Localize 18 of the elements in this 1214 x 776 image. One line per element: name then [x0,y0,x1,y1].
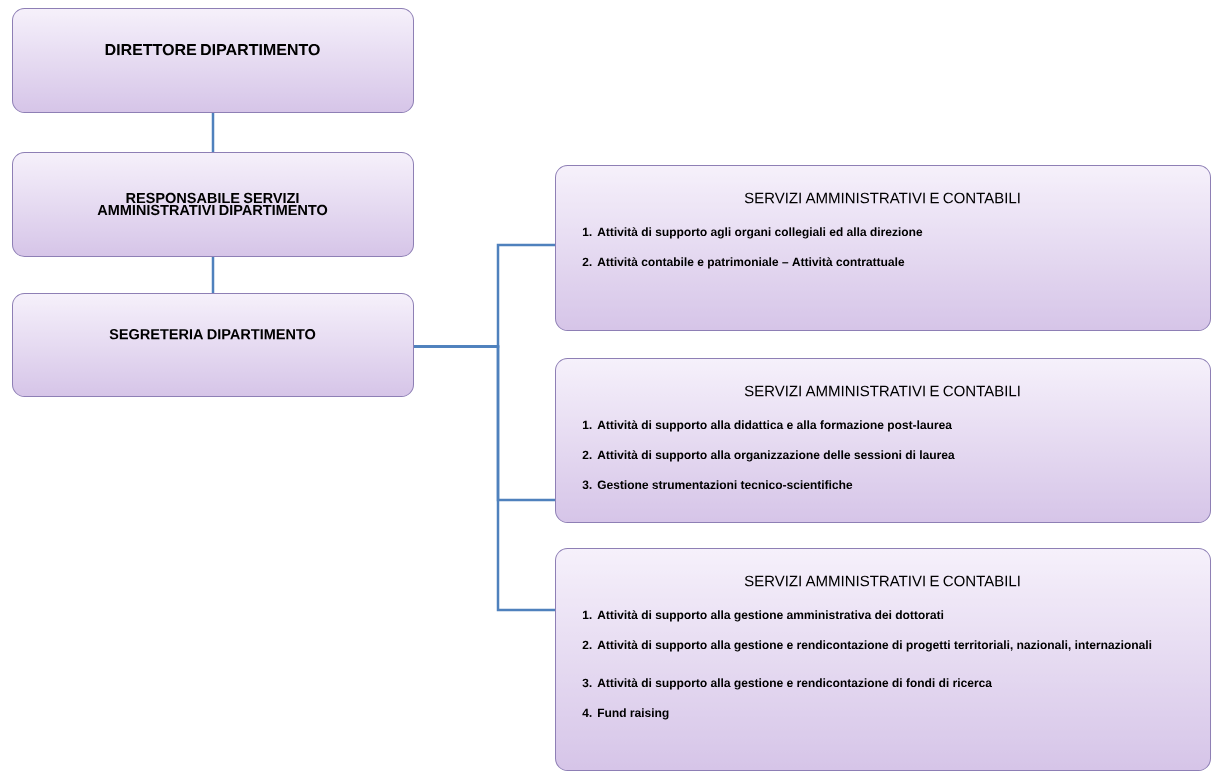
connector-line [211,113,215,152]
list-item: 2. Attività di supporto alla organizzazione delle sessioni di laurea [582,450,955,462]
box-label: RESPONSABILE SERVIZI AMMINISTRATIVI DIPARTIMENTO [97,192,328,216]
box-heading: SERVIZI AMMINISTRATIVI E CONTABILI [744,575,1020,587]
list-item: 3. Attività di supporto alla gestione e rendicontazione di fondi di ricerca [582,678,992,690]
box-heading: SERVIZI AMMINISTRATIVI E CONTABILI [744,192,1020,204]
list-item: 1. Attività di supporto alla gestione amministrativa dei dottorati [582,610,944,622]
list-item: 1. Attività di supporto agli organi collegiali ed alla direzione [582,227,923,239]
list-item: 3. Gestione strumentazioni tecnico-scientifiche [582,480,853,490]
list-item: 4. Fund raising [582,708,669,720]
box-label: DIRETTORE DIPARTIMENTO [105,43,320,56]
list-item: 2. Attività di supporto alla gestione e rendicontazione di progetti territoriali, nazionali, internazionali [582,640,1152,652]
list-item: 1. Attività di supporto alla didattica e alla formazione post-laurea [582,420,952,432]
list-item: 2. Attività contabile e patrimoniale – Attività contrattuale [582,257,905,269]
box-heading: SERVIZI AMMINISTRATIVI E CONTABILI [744,385,1020,397]
connector-line [211,257,215,293]
connector-line [414,345,555,612]
box-label: SEGRETERIA DIPARTIMENTO [109,329,316,340]
